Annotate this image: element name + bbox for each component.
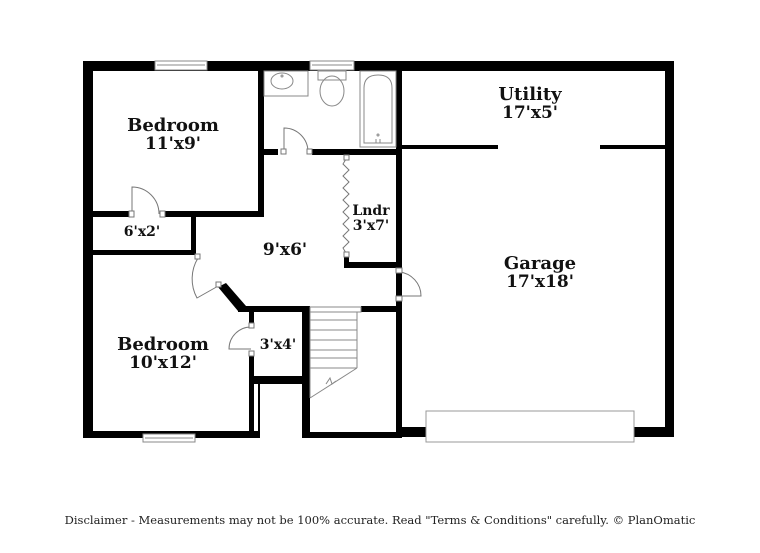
windows — [142, 60, 355, 443]
bifold-door-laundry — [342, 158, 350, 254]
fixtures — [263, 70, 397, 148]
room-name: Utility — [498, 84, 562, 105]
doors — [128, 127, 422, 357]
room-dimensions: 11'x9' — [144, 133, 202, 154]
door-closet-1 — [131, 186, 160, 215]
room-dimensions: 6'x2' — [123, 224, 161, 240]
room-name: Bedroom — [117, 334, 209, 355]
door-bedroom-2 — [191, 257, 221, 299]
room-dimensions: 17'x5' — [501, 102, 559, 123]
room-name: Lndr — [352, 203, 390, 219]
room-dimensions: 9'x6' — [262, 240, 308, 260]
room-garage: Garage 17'x18' — [503, 253, 577, 292]
room-dimensions: 10'x12' — [129, 352, 197, 373]
door-closet-2 — [228, 326, 252, 350]
room-utility: Utility 17'x5' — [498, 84, 562, 123]
room-name: Garage — [503, 253, 577, 274]
room-dimensions: 17'x18' — [506, 271, 574, 292]
room-bedroom-1: Bedroom 11'x9' — [127, 115, 219, 154]
room-hall: 9'x6' — [262, 240, 308, 260]
room-closet-2: 3'x4' — [260, 338, 296, 353]
door-bathroom — [283, 127, 309, 153]
stairs-icon — [309, 306, 362, 399]
toilet-icon — [317, 70, 347, 81]
room-laundry: Lndr 3'x7' — [352, 204, 389, 233]
room-name: Bedroom — [127, 115, 219, 136]
room-bedroom-2: Bedroom 10'x12' — [117, 334, 209, 373]
room-closet-1: 6'x2' — [124, 225, 160, 240]
garage-door — [425, 410, 635, 443]
sink-icon — [263, 70, 309, 97]
room-dimensions: 3'x7' — [352, 217, 390, 234]
room-dimensions: 3'x4' — [259, 337, 297, 353]
door-garage — [398, 271, 422, 297]
disclaimer-text: Disclaimer - Measurements may not be 100… — [64, 513, 696, 527]
bathtub-icon — [359, 70, 397, 148]
